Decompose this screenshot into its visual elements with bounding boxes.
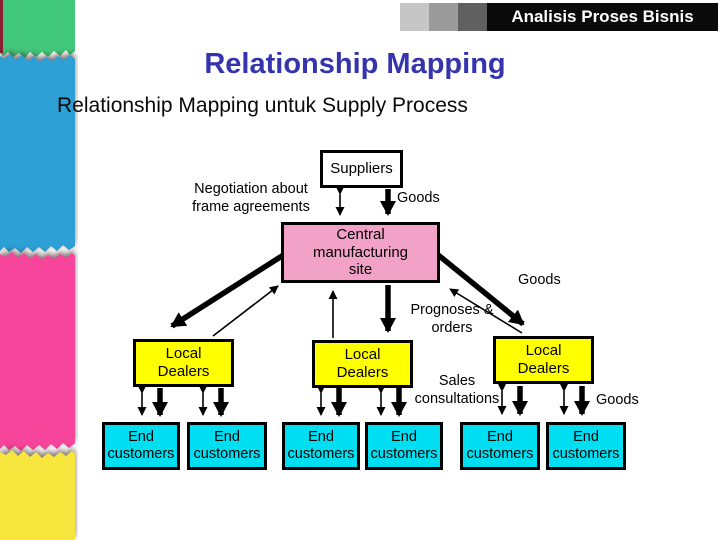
sidebar-strip-pink — [0, 252, 75, 451]
label-goods-right: Goods — [518, 272, 561, 288]
end-customers-box-1: End customers — [102, 422, 180, 470]
header-square-medium — [429, 3, 458, 31]
local-dealers-box-1: Local Dealers — [133, 339, 234, 387]
end-customers-box-6: End customers — [546, 422, 626, 470]
end-customers-box-5: End customers — [460, 422, 540, 470]
label-goods-top: Goods — [397, 190, 440, 206]
sidebar-strip-blue — [0, 54, 75, 253]
sidebar-strip-green — [0, 0, 75, 58]
label-sales-consultations: Sales consultations — [414, 373, 500, 407]
suppliers-box: Suppliers — [320, 150, 403, 188]
local-dealers-box-2: Local Dealers — [312, 340, 413, 388]
arrow-goods-central-dealer1 — [170, 251, 287, 329]
arrow-orders-dealer1-central — [212, 285, 279, 337]
label-prognoses-orders: Prognoses & orders — [410, 302, 494, 336]
header-square-light — [400, 3, 429, 31]
label-goods-bottom: Goods — [596, 392, 639, 408]
central-manufacturing-site-box: Central manufacturing site — [281, 222, 440, 283]
torn-paper-sidebar — [0, 0, 75, 540]
header-square-dark — [458, 3, 487, 31]
page-subtitle: Relationship Mapping untuk Supply Proces… — [57, 94, 468, 117]
end-customers-box-4: End customers — [365, 422, 443, 470]
sidebar-left-fold — [0, 0, 3, 53]
end-customers-box-3: End customers — [282, 422, 360, 470]
label-negotiation: Negotiation about frame agreements — [192, 181, 310, 215]
page-title: Relationship Mapping — [204, 48, 506, 80]
local-dealers-box-3: Local Dealers — [493, 336, 594, 384]
end-customers-box-2: End customers — [187, 422, 267, 470]
sidebar-strip-yellow — [0, 450, 75, 540]
header-badge: Analisis Proses Bisnis — [487, 3, 718, 31]
